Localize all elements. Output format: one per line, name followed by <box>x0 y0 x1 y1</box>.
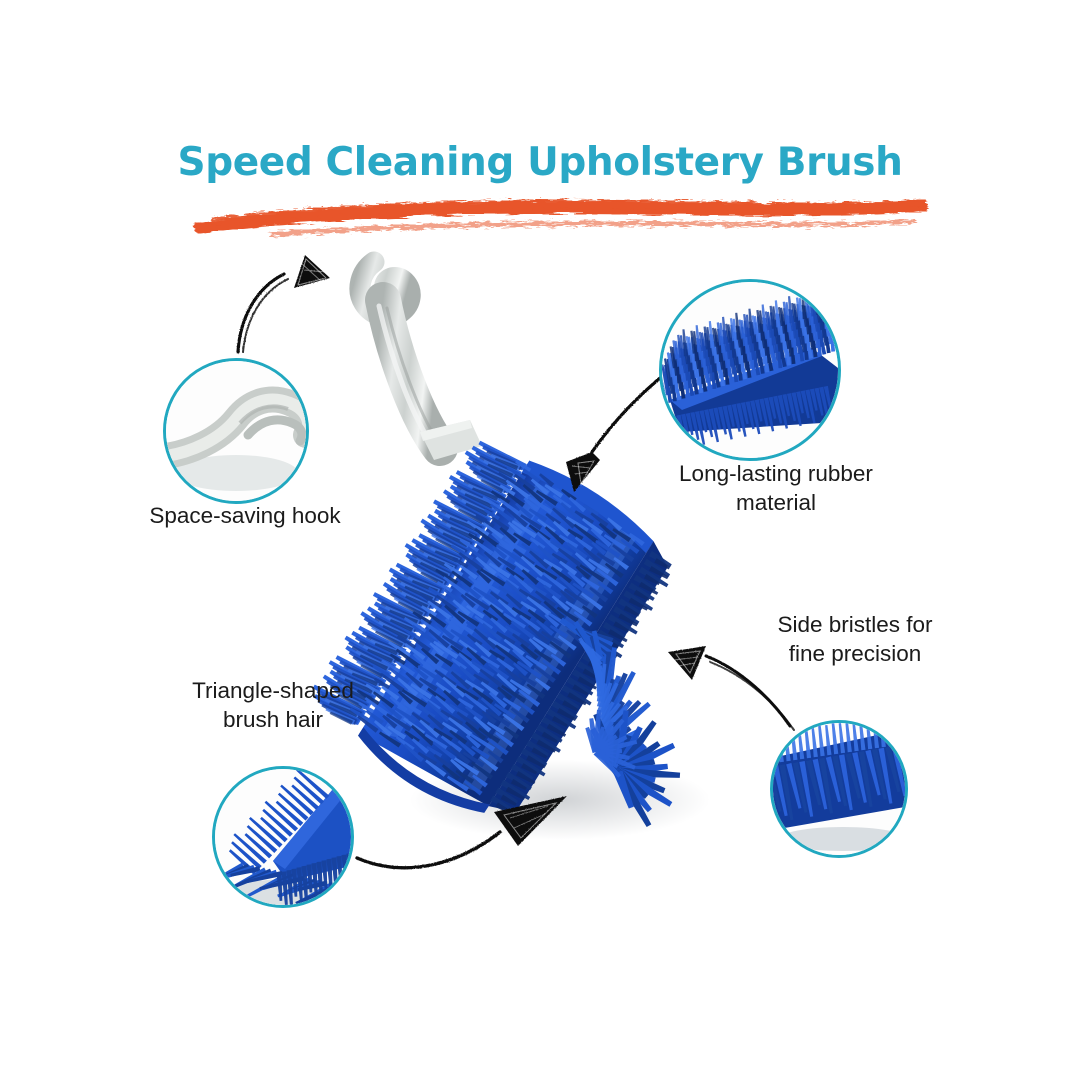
brush-handle <box>349 251 482 466</box>
label-line: fine precision <box>788 641 922 666</box>
brush-tip-bristles <box>585 710 681 827</box>
brush-side-bristles <box>559 617 651 756</box>
label-line: Space-saving hook <box>149 503 341 528</box>
label-line: Side bristles for <box>777 612 933 637</box>
title-underline-brushstroke <box>180 188 940 240</box>
callout-inset-side-bristles[interactable] <box>770 720 908 858</box>
callout-inset-long-lasting-rubber[interactable] <box>659 279 841 461</box>
callout-inset-triangle-brush-hair[interactable] <box>212 766 354 908</box>
label-space-saving-hook: Space-saving hook <box>100 501 390 530</box>
brush-head-body <box>359 460 654 807</box>
brush-bristles <box>312 440 672 816</box>
page-title: Speed Cleaning Upholstery Brush <box>177 140 903 185</box>
label-long-lasting-rubber-material: Long-lasting rubber material <box>628 459 924 517</box>
label-line: material <box>735 490 817 515</box>
label-line: brush hair <box>222 707 324 732</box>
label-line: Triangle-shaped <box>192 678 354 703</box>
arrow-to-hook <box>236 255 330 354</box>
label-side-bristles-fine-precision: Side bristles for fine precision <box>735 610 975 668</box>
label-line: Long-lasting rubber <box>679 461 873 486</box>
arrow-to-triangle-hair <box>355 796 567 870</box>
label-triangle-shaped-brush-hair: Triangle-shaped brush hair <box>148 676 398 734</box>
callout-inset-space-saving-hook[interactable] <box>163 358 309 504</box>
